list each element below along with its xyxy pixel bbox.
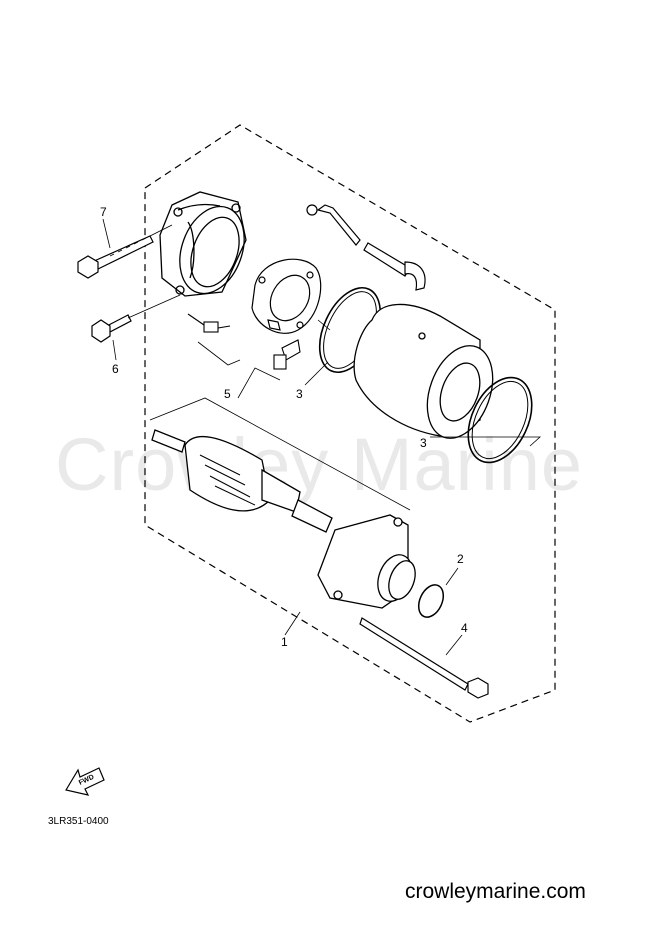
o-ring-2 <box>417 584 445 618</box>
callout-6: 6 <box>112 362 119 376</box>
leader-6b <box>112 339 117 361</box>
callout-5: 5 <box>224 387 231 401</box>
watermark: Crowley Marine <box>55 423 583 506</box>
leader-5b <box>237 367 281 399</box>
o-ring-3-front <box>467 376 533 464</box>
leader-3a-upper <box>317 319 331 331</box>
brush-holder-plate <box>251 258 322 334</box>
fwd-arrow-icon: FWD <box>65 767 105 796</box>
leader-5 <box>197 341 241 366</box>
front-bracket <box>317 514 416 609</box>
callout-3-front: 3 <box>420 436 427 450</box>
leader-3b <box>430 436 542 447</box>
leader-3a <box>304 361 329 386</box>
brush-terminal-5b <box>273 339 301 370</box>
leader-4 <box>445 634 463 656</box>
bolt-7 <box>77 235 154 279</box>
callout-1: 1 <box>281 635 288 649</box>
yoke-housing <box>353 303 494 439</box>
leader-2 <box>445 567 459 586</box>
through-bolt-4 <box>359 617 489 699</box>
leader-7b <box>149 224 173 237</box>
diagram-reference: 3LR351-0400 <box>48 816 109 827</box>
callout-7: 7 <box>100 205 107 219</box>
leader-1 <box>284 611 301 636</box>
armature-outline-line <box>149 397 411 511</box>
callout-3-rear: 3 <box>296 387 303 401</box>
brush-terminal-5a <box>187 313 231 333</box>
assembly-boundary <box>144 124 556 723</box>
callout-4: 4 <box>461 621 468 635</box>
armature <box>151 429 333 533</box>
callout-2: 2 <box>457 552 464 566</box>
bolt-6 <box>91 314 132 343</box>
lead-wire <box>306 204 426 291</box>
site-url[interactable]: crowleymarine.com <box>405 880 586 903</box>
leader-6 <box>127 294 181 319</box>
leader-7 <box>102 218 111 249</box>
rear-end-cover <box>159 191 247 297</box>
